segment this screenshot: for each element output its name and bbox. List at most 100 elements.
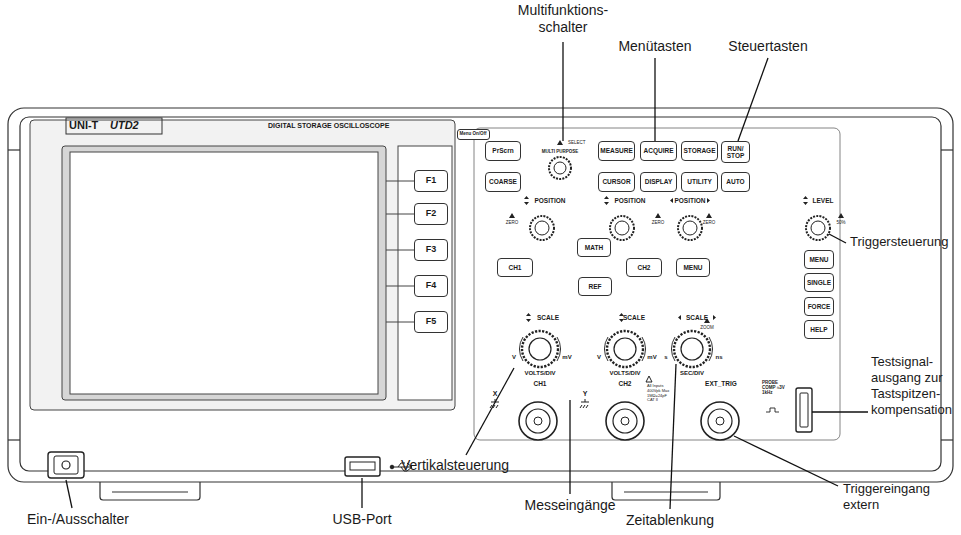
panel-marking: CH2 bbox=[618, 380, 631, 387]
arrow-glyphs bbox=[526, 313, 531, 322]
display-bezel bbox=[386, 214, 414, 215]
leader-lines bbox=[654, 58, 655, 141]
button-label: DISPLAY bbox=[645, 178, 673, 185]
panel-marking: V bbox=[597, 354, 601, 361]
bnc-connectors bbox=[708, 409, 732, 433]
probe-comp-output bbox=[766, 408, 779, 412]
panel-marking: mV bbox=[647, 354, 656, 361]
button-label: F4 bbox=[426, 281, 437, 291]
callout-label: Testsignal- ausgang zur Tastspitzen- kom… bbox=[871, 354, 957, 418]
scale-arcs bbox=[519, 337, 523, 361]
display-bezel bbox=[30, 118, 455, 410]
button-label: SINGLE bbox=[807, 279, 831, 286]
panel-marking: mV bbox=[562, 354, 571, 361]
leader-lines bbox=[829, 234, 846, 243]
panel-button: Menu On/Off bbox=[457, 129, 490, 140]
button-label: CURSOR bbox=[602, 178, 630, 185]
panel-button: CH1 bbox=[497, 258, 533, 277]
scale-arcs bbox=[642, 337, 646, 361]
panel-button: FORCE bbox=[804, 297, 834, 316]
panel-button: MENU bbox=[676, 258, 710, 277]
button-label: CH2 bbox=[637, 264, 650, 271]
panel-button: MENU bbox=[804, 250, 834, 269]
panel-marking: DIGITAL STORAGE OSCILLOSCOPE bbox=[268, 122, 389, 130]
leader-lines bbox=[66, 480, 72, 508]
panel-marking: ZERO bbox=[506, 220, 519, 225]
panel-marking: 50% bbox=[836, 220, 845, 225]
panel-marking: ZOOM bbox=[700, 325, 714, 330]
button-label: AUTO bbox=[726, 178, 744, 185]
panel-marking: PROBE COMP ≈3V 1kHz bbox=[762, 380, 792, 396]
button-label: MATH bbox=[585, 244, 603, 251]
knobs bbox=[615, 221, 629, 235]
panel-button: COARSE bbox=[485, 172, 521, 192]
button-label: F1 bbox=[426, 176, 437, 186]
ground-symbols bbox=[580, 399, 589, 408]
panel-marking: s bbox=[664, 354, 667, 361]
knobs bbox=[678, 216, 702, 240]
leader-lines bbox=[738, 58, 768, 141]
leader-lines bbox=[66, 42, 868, 509]
panel-button: F3 bbox=[414, 239, 448, 261]
panel-button: F4 bbox=[414, 275, 448, 297]
control-area bbox=[474, 128, 840, 440]
bnc-connectors bbox=[534, 417, 542, 425]
bnc-connectors bbox=[519, 402, 739, 440]
callout-label: USB-Port bbox=[332, 511, 391, 527]
leader-lines bbox=[361, 478, 362, 508]
panel-button: ACQUIRE bbox=[640, 141, 677, 161]
bnc-connectors bbox=[716, 417, 724, 425]
arrow-glyphs bbox=[524, 196, 529, 205]
panel-marking: All Inputs 400Vpk Max 1MΩ=24pF CAT II bbox=[647, 384, 671, 403]
display-bezel bbox=[70, 152, 378, 394]
callout-label: Steuertasten bbox=[728, 38, 807, 54]
housing bbox=[941, 149, 953, 150]
display-bezel bbox=[386, 250, 414, 251]
scale-arcs bbox=[604, 337, 608, 361]
panel-marking: VOLTS/DIV bbox=[524, 370, 555, 377]
button-label: F5 bbox=[426, 317, 437, 327]
panel-marking: POSITION bbox=[614, 197, 645, 204]
panel-marking: CH1 bbox=[533, 380, 546, 387]
knobs bbox=[681, 338, 703, 360]
panel-button: F2 bbox=[414, 203, 448, 225]
panel-marking: POSITION bbox=[534, 197, 565, 204]
callout-label: Triggereingang extern bbox=[843, 481, 953, 513]
scale-arcs bbox=[557, 337, 561, 361]
panel-button: UTILITY bbox=[681, 172, 718, 192]
housing bbox=[941, 439, 953, 440]
knobs bbox=[607, 331, 643, 367]
panel-button: PrScrn bbox=[485, 141, 521, 161]
leader-lines bbox=[670, 364, 676, 509]
knobs bbox=[614, 338, 636, 360]
callout-label: Vertikalsteuerung bbox=[401, 457, 509, 473]
panel-button: DISPLAY bbox=[640, 172, 677, 192]
panel-marking: VOLTS/DIV bbox=[609, 370, 640, 377]
panel-marking: SEC/DIV bbox=[680, 370, 704, 377]
knobs bbox=[806, 216, 830, 240]
knobs bbox=[529, 338, 551, 360]
power-switch bbox=[54, 456, 78, 474]
bnc-connectors bbox=[701, 402, 739, 440]
probe-comp-output bbox=[766, 388, 812, 432]
knobs bbox=[522, 331, 558, 367]
panel-marking: V bbox=[512, 354, 516, 361]
display-bezel bbox=[66, 118, 162, 134]
panel-button: MATH bbox=[577, 238, 611, 257]
control-area bbox=[474, 128, 840, 440]
knobs bbox=[610, 216, 634, 240]
panel-marking: SELECT bbox=[568, 140, 586, 145]
panel-button: SINGLE bbox=[804, 273, 834, 292]
panel-button: F1 bbox=[414, 170, 448, 192]
housing bbox=[8, 149, 20, 150]
button-label: REF bbox=[589, 283, 602, 290]
button-label: STORAGE bbox=[683, 147, 715, 154]
button-label: F3 bbox=[426, 245, 437, 255]
panel-marking: LEVEL bbox=[813, 197, 834, 204]
callout-label: Zeitablenkung bbox=[626, 512, 714, 528]
bnc-connectors bbox=[526, 409, 550, 433]
ground-symbols bbox=[646, 376, 652, 382]
panel-button: CH2 bbox=[626, 258, 662, 277]
